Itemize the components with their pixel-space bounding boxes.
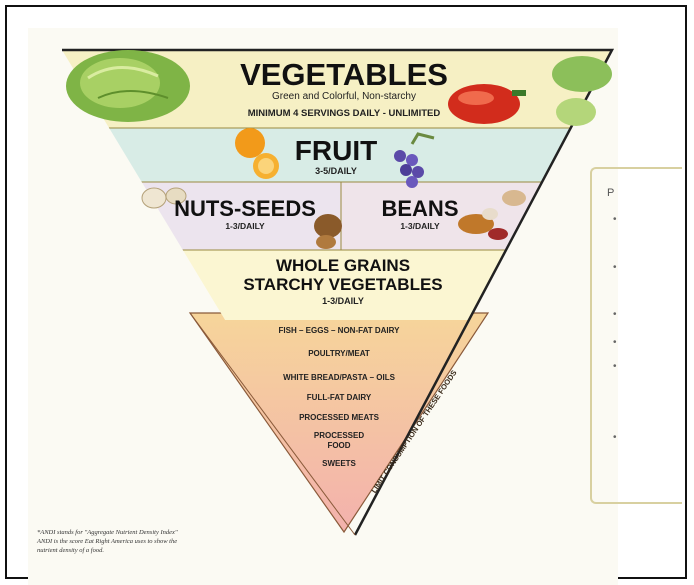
inverted-food-pyramid: VEGETABLES Green and Colorful, Non-starc… (28, 28, 618, 585)
fruit-title: FRUIT (295, 135, 377, 166)
grains-title-line2: STARCHY VEGETABLES (243, 275, 442, 294)
beans-title: BEANS (381, 196, 458, 221)
cabbage-icon (66, 50, 190, 122)
limit-item-processed-meats: PROCESSED MEATS (299, 413, 380, 422)
limit-item-food: FOOD (327, 441, 350, 450)
grains-title-line1: WHOLE GRAINS (276, 256, 410, 275)
limit-item-full-fat-dairy: FULL-FAT DAIRY (307, 393, 372, 402)
image-frame: VEGETABLES Green and Colorful, Non-starc… (5, 5, 687, 579)
andi-footnote: *ANDI stands for "Aggregate Nutrient Den… (37, 528, 277, 555)
limit-item-fish-eggs-dairy: FISH – EGGS – NON-FAT DAIRY (279, 326, 401, 335)
fruit-servings: 3-5/DAILY (315, 166, 357, 176)
footnote-line-3: nutrient density of a food. (37, 546, 277, 555)
footnote-line-1: *ANDI stands for "Aggregate Nutrient Den… (37, 528, 277, 537)
limit-item-processed: PROCESSED (314, 431, 364, 440)
footnote-line-2: ANDI is the score Eat Right America uses… (37, 537, 277, 546)
limit-item-poultry-meat: POULTRY/MEAT (308, 349, 370, 358)
limit-triangle (190, 313, 488, 532)
beans-servings: 1-3/DAILY (400, 221, 440, 231)
grains-servings: 1-3/DAILY (322, 296, 364, 306)
side-bullet: • (613, 361, 617, 372)
food-pyramid-image: VEGETABLES Green and Colorful, Non-starc… (28, 28, 618, 585)
side-bullet: • (613, 432, 617, 443)
limit-item-sweets: SWEETS (322, 459, 356, 468)
side-bullet: • (613, 337, 617, 348)
side-panel-title: P (607, 187, 614, 199)
side-bullet: • (613, 214, 617, 225)
nuts-seeds-title: NUTS-SEEDS (174, 196, 316, 221)
side-bracket-panel (590, 167, 682, 504)
vegetables-servings: MINIMUM 4 SERVINGS DAILY - UNLIMITED (248, 108, 441, 119)
vegetables-subtitle: Green and Colorful, Non-starchy (272, 91, 416, 102)
limit-item-white-bread-pasta-oils: WHITE BREAD/PASTA – OILS (283, 373, 396, 382)
nuts-seeds-servings: 1-3/DAILY (225, 221, 265, 231)
side-bullet: • (613, 262, 617, 273)
vegetables-title: VEGETABLES (240, 57, 448, 92)
side-bullet: • (613, 309, 617, 320)
